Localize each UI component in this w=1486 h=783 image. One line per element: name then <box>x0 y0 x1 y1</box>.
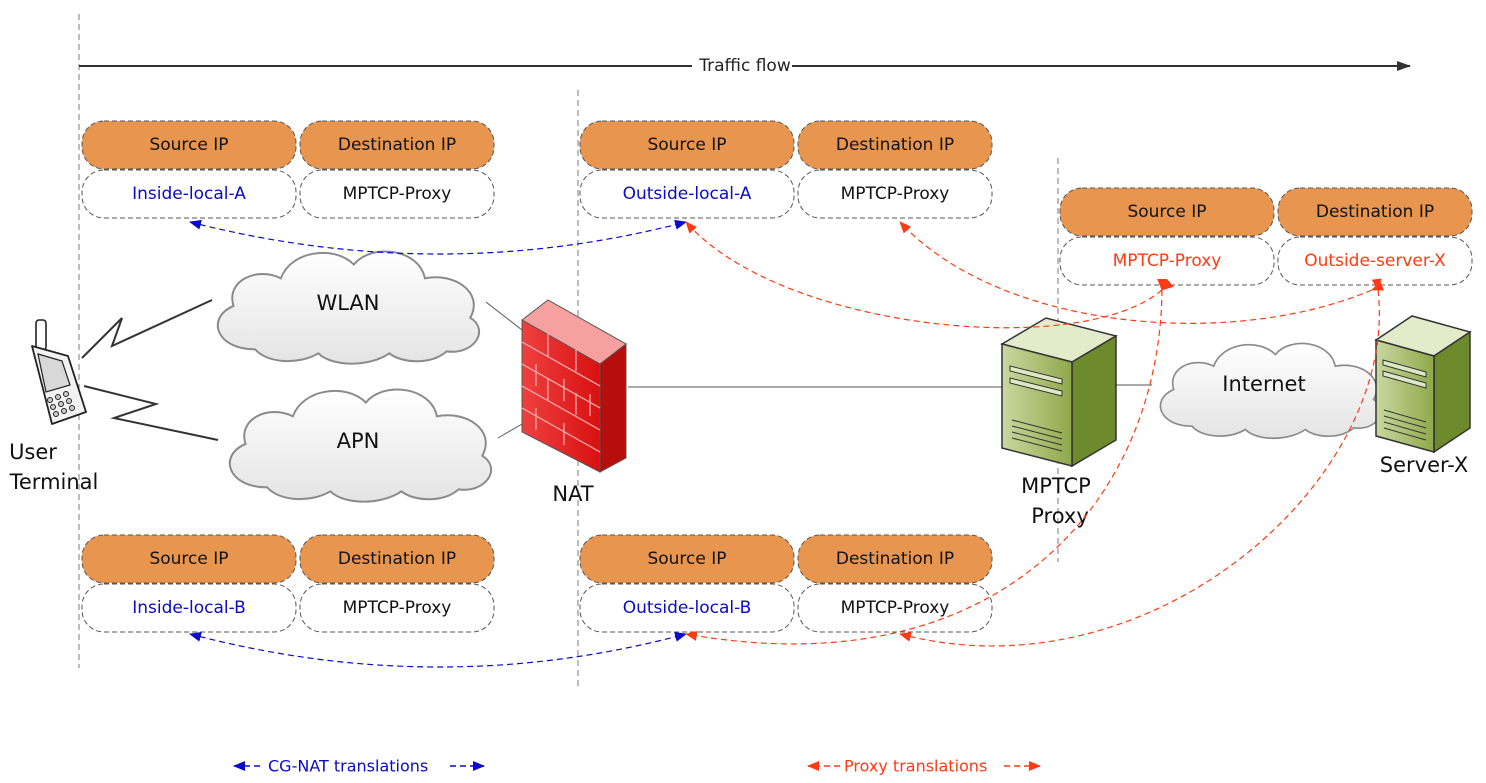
apn-cloud: APN <box>228 388 493 503</box>
nat-label: NAT <box>552 482 593 506</box>
user-terminal: User Terminal <box>9 319 99 494</box>
mptcp-proxy: MPTCP Proxy <box>1000 317 1118 528</box>
apn-label: APN <box>337 429 380 453</box>
legend: CG-NAT translations Proxy translations <box>233 757 1041 776</box>
header-destination-ip-label: Destination IP <box>338 549 456 569</box>
cell-destination <box>797 169 993 219</box>
table-ue-b: Source IP Destination IP Inside-local-B … <box>81 534 495 633</box>
header-destination-ip-label: Destination IP <box>1316 202 1434 222</box>
wlan-label: WLAN <box>316 291 379 315</box>
traffic-flow-label: Traffic flow <box>698 56 791 76</box>
header-destination-ip <box>797 120 993 170</box>
header-destination-ip-label: Destination IP <box>338 135 456 155</box>
mptcp-proxy-label-line2: Proxy <box>1031 504 1089 528</box>
cg-nat-translation-arrows <box>189 219 687 668</box>
cell-source <box>579 169 795 219</box>
wireless-link-apn <box>83 385 219 441</box>
table-ue-a: Source IP Destination IP Inside-local-A … <box>81 120 495 219</box>
user-terminal-label-line2: Terminal <box>9 470 99 494</box>
header-source-ip <box>81 120 297 170</box>
header-source-ip-label: Source IP <box>647 549 726 569</box>
table-nat-a: Source IP Destination IP Outside-local-A… <box>579 120 993 219</box>
header-source-ip-label: Source IP <box>149 549 228 569</box>
mptcp-proxy-label-line1: MPTCP <box>1021 474 1091 498</box>
cell-source-value: Inside-local-A <box>132 184 246 204</box>
server-x: Server-X <box>1374 315 1472 477</box>
cell-destination <box>299 169 495 219</box>
proxy-arrow-b-dst <box>899 278 1382 647</box>
cg-nat-arrow-a <box>189 219 687 255</box>
server-icon <box>1000 317 1118 468</box>
table-nat-b: Source IP Destination IP Outside-local-B… <box>579 534 993 633</box>
link-apn-nat <box>497 423 523 439</box>
wireless-links <box>81 299 219 441</box>
link-wlan-nat <box>485 301 523 331</box>
cell-source-value: Outside-local-B <box>623 598 752 618</box>
cell-source-value: Inside-local-B <box>132 598 246 618</box>
proxy-arrow-b-src <box>685 278 1168 645</box>
cell-destination-value: MPTCP-Proxy <box>343 598 452 618</box>
header-destination-ip <box>299 534 495 584</box>
wlan-cloud: WLAN <box>216 250 481 365</box>
cell-source <box>81 169 297 219</box>
cg-nat-arrow-b <box>189 631 687 668</box>
cell-destination-value: MPTCP-Proxy <box>841 598 950 618</box>
nat-firewall: NAT <box>521 299 627 506</box>
cell-source <box>81 583 297 633</box>
wireless-link-wlan <box>81 299 213 359</box>
proxy-translation-arrows <box>685 221 1385 647</box>
header-destination-ip <box>299 120 495 170</box>
header-source-ip-label: Source IP <box>1127 202 1206 222</box>
server-icon <box>1374 315 1472 454</box>
internet-cloud: Internet <box>1159 342 1383 440</box>
header-source-ip <box>81 534 297 584</box>
cell-destination-value: MPTCP-Proxy <box>343 184 452 204</box>
table-proxy: Source IP Destination IP MPTCP-Proxy Out… <box>1059 187 1473 286</box>
legend-cg-nat: CG-NAT translations <box>233 757 485 776</box>
legend-proxy: Proxy translations <box>807 757 1041 776</box>
legend-proxy-label: Proxy translations <box>844 757 987 776</box>
traffic-flow-arrow: Traffic flow <box>79 56 1411 76</box>
internet-label: Internet <box>1222 372 1305 396</box>
cell-destination-value: MPTCP-Proxy <box>841 184 950 204</box>
firewall-icon <box>521 299 627 473</box>
cell-source-value: MPTCP-Proxy <box>1113 251 1222 271</box>
cell-destination-value: Outside-server-X <box>1304 251 1446 271</box>
user-terminal-label-line1: User <box>9 440 57 464</box>
header-source-ip <box>579 120 795 170</box>
legend-cg-nat-label: CG-NAT translations <box>268 757 428 776</box>
header-source-ip-label: Source IP <box>149 135 228 155</box>
server-x-label: Server-X <box>1380 453 1468 477</box>
header-destination-ip-label: Destination IP <box>836 135 954 155</box>
header-source-ip-label: Source IP <box>647 135 726 155</box>
header-destination-ip-label: Destination IP <box>836 549 954 569</box>
phone-icon <box>31 319 87 425</box>
cell-source-value: Outside-local-A <box>623 184 752 204</box>
